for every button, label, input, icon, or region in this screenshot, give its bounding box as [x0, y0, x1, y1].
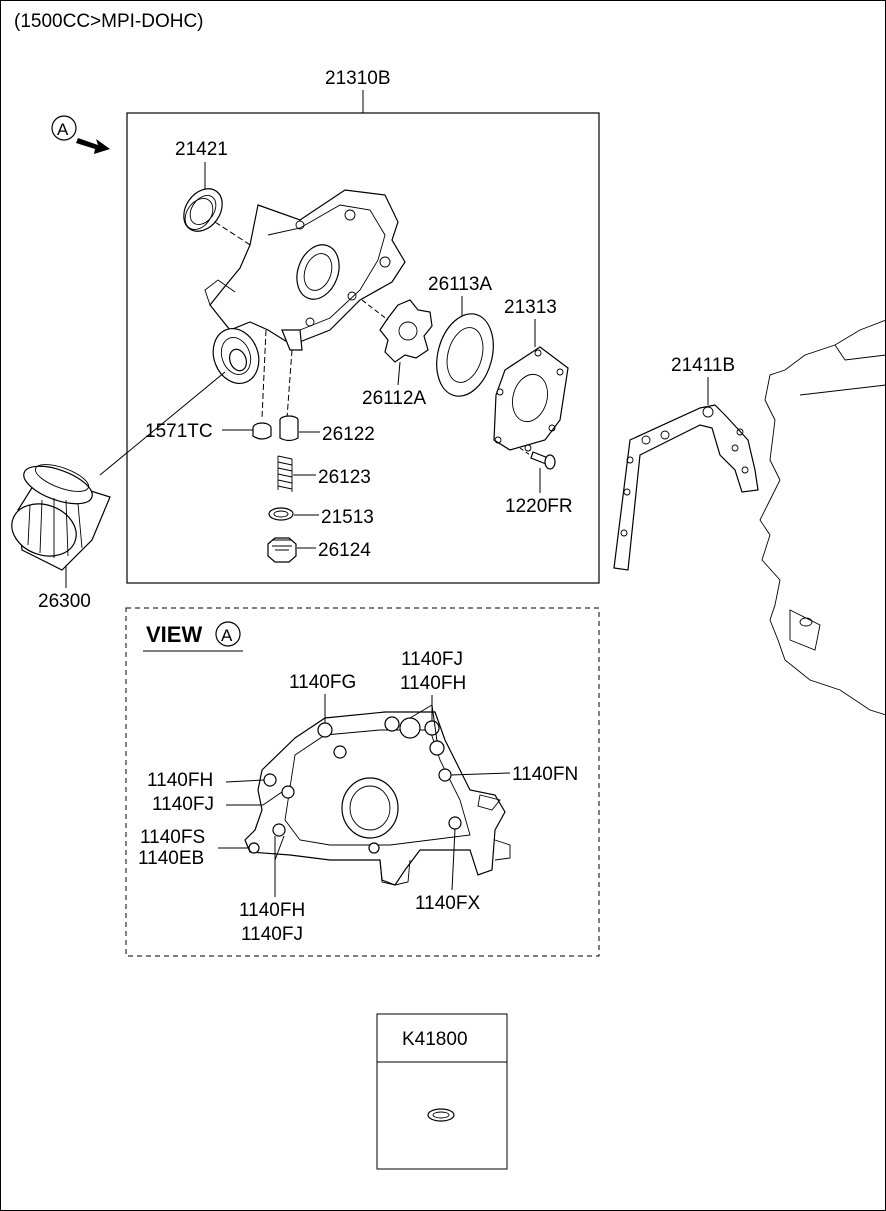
gasket-ring-part	[268, 507, 294, 521]
kit-o-ring-part	[427, 1108, 455, 1122]
bolt-callout-1140FX[interactable]: 1140FX	[415, 893, 480, 914]
spring-part	[277, 455, 293, 492]
pump-gasket-part	[613, 404, 759, 571]
outer-rotor-part	[436, 313, 494, 397]
callout-21411B[interactable]: 21411B	[671, 355, 735, 376]
callout-21310B[interactable]: 21310B	[325, 68, 391, 89]
callout-26112A[interactable]: 26112A	[362, 388, 426, 409]
oil-pump-body	[204, 189, 406, 351]
engine-block-outline	[759, 319, 886, 716]
bolt-callout-1140FG[interactable]: 1140FG	[289, 672, 356, 693]
view-a-arrow-marker: A	[51, 115, 110, 154]
bolt-callout-1140FN[interactable]: 1140FN	[512, 764, 578, 785]
engine-spec-label: (1500CC>MPI-DOHC)	[14, 11, 204, 32]
bolt-callout-1140FJ-left[interactable]: 1140FJ	[152, 794, 214, 815]
kit-box: K41800	[376, 1013, 508, 1170]
pump-pulley-part	[212, 328, 260, 384]
callout-1571TC[interactable]: 1571TC	[145, 421, 213, 442]
view-a-section: VIEW A 1140FG	[125, 607, 600, 957]
kit-code-label[interactable]: K41800	[402, 1029, 468, 1050]
bolt-callout-1140FH-left[interactable]: 1140FH	[147, 770, 213, 791]
plug-1571TC-part	[252, 422, 272, 440]
bolt-callout-1140FJ-bottom[interactable]: 1140FJ	[241, 924, 303, 945]
pump-cover-part	[493, 346, 569, 452]
view-a-arrow-circle	[51, 115, 77, 141]
view-a-title-letter: A	[221, 626, 233, 645]
view-a-title-word: VIEW	[146, 622, 202, 647]
bolt-callout-1140FH-top[interactable]: 1140FH	[400, 673, 466, 694]
oil-filter-part	[11, 464, 111, 571]
callout-26122[interactable]: 26122	[322, 424, 375, 445]
pump-front-view	[244, 711, 511, 886]
cover-screw-part	[530, 451, 556, 470]
callout-21513[interactable]: 21513	[321, 507, 374, 528]
view-a-title-circle	[215, 621, 241, 647]
callout-1220FR[interactable]: 1220FR	[505, 496, 573, 517]
oil-seal-part	[183, 188, 223, 232]
bolt-callout-1140FS[interactable]: 1140FS	[140, 827, 205, 848]
callout-21313[interactable]: 21313	[504, 297, 557, 318]
view-a-arrow-icon	[76, 138, 110, 154]
kit-box-frame	[376, 1013, 508, 1170]
oil-pump-assembly: 21310B A 21421	[51, 68, 600, 584]
view-a-arrow-letter: A	[57, 120, 69, 139]
bolt-callout-1140FH-bottom[interactable]: 1140FH	[239, 900, 305, 921]
callout-26123[interactable]: 26123	[318, 467, 371, 488]
plug-26124-part	[267, 537, 297, 563]
view-a-box	[125, 607, 600, 957]
bolt-callout-1140FJ-top[interactable]: 1140FJ	[401, 649, 463, 670]
callout-26113A[interactable]: 26113A	[428, 274, 492, 295]
callout-26300[interactable]: 26300	[38, 591, 91, 612]
callout-26124[interactable]: 26124	[318, 540, 371, 561]
callout-21421[interactable]: 21421	[175, 139, 228, 160]
bolt-callout-1140EB[interactable]: 1140EB	[138, 848, 204, 869]
inner-rotor-part	[379, 299, 433, 363]
plunger-part	[279, 415, 299, 442]
